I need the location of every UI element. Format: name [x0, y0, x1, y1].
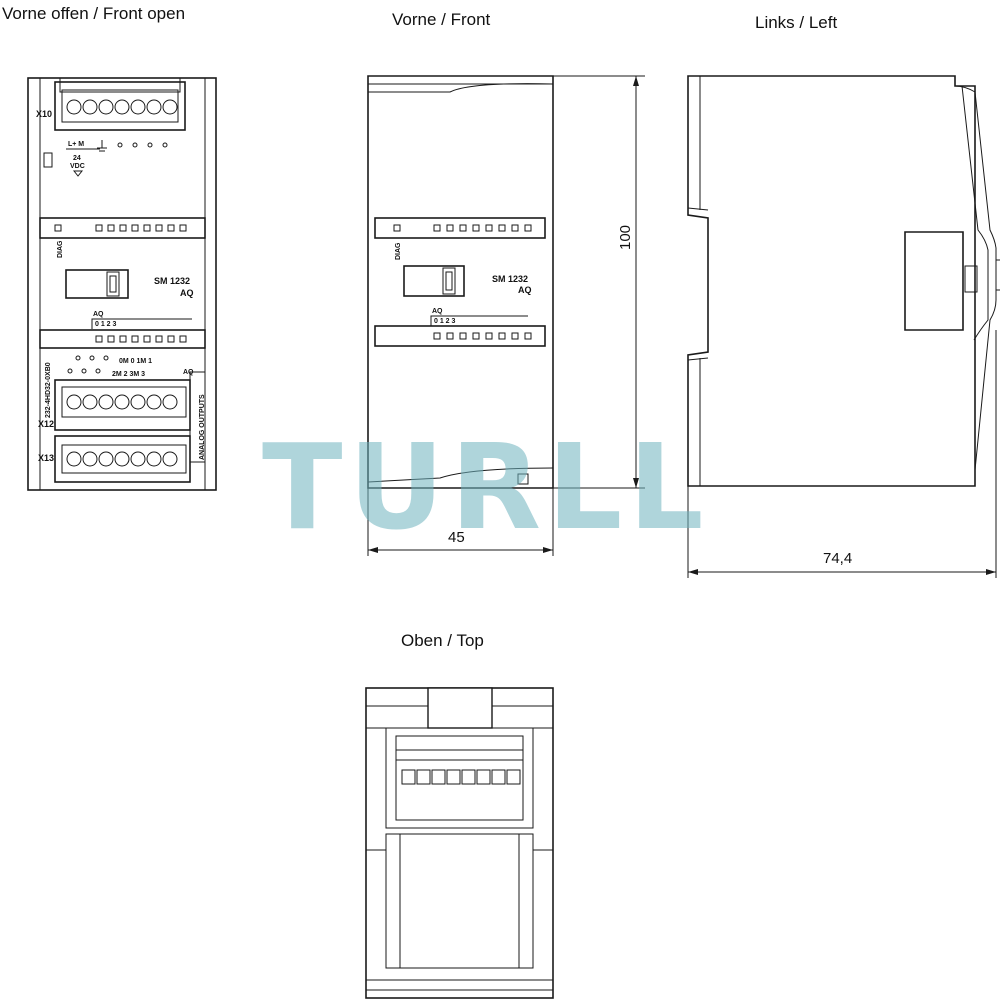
front-led-row-lower — [433, 332, 532, 340]
front-aq-label: AQ — [432, 308, 443, 315]
front-open-title: Vorne offen / Front open — [2, 4, 185, 23]
label-x12: X12 — [38, 419, 54, 429]
front-model-type: AQ — [518, 285, 532, 295]
label-x13: X13 — [38, 453, 54, 463]
front-view: Vorne / Front DIAG SM 1232 AQ AQ 0 1 2 3 — [367, 10, 645, 556]
top-tab — [427, 687, 493, 729]
model-type: AQ — [180, 288, 194, 298]
label-window — [65, 269, 129, 299]
model-name: SM 1232 — [154, 276, 190, 286]
analog-outputs-label: ANALOG OUTPUTS — [199, 394, 206, 460]
left-view: Links / Left 74,4 — [687, 13, 1000, 578]
top-view: Oben / Top — [365, 631, 554, 999]
arrow-down-icon — [72, 170, 84, 177]
x10-terminals — [66, 99, 178, 115]
label-x10: X10 — [36, 109, 52, 119]
term-top-b: 2M 2 3M 3 — [112, 371, 145, 378]
led-strip-upper — [39, 217, 206, 239]
ul-cert-icon — [43, 152, 53, 168]
front-model-name: SM 1232 — [492, 274, 528, 284]
led-row-upper — [95, 224, 187, 232]
term-aq: AQ — [183, 369, 194, 376]
connector-x12 — [54, 379, 191, 431]
front-led-row-upper — [433, 224, 532, 232]
depth-value: 74,4 — [823, 550, 852, 567]
front-title: Vorne / Front — [392, 10, 491, 29]
power-vdc: VDC — [70, 163, 85, 170]
front-open-view: Vorne offen / Front open X10 L+ M 24 VDC — [2, 4, 217, 491]
depth-dimension: 74,4 — [687, 330, 997, 578]
x12-terminals — [66, 394, 178, 410]
part-number: 232-4HD32-0XB0 — [45, 362, 52, 418]
front-label-diag: DIAG — [395, 242, 402, 260]
connector-x13 — [54, 435, 191, 483]
label-diag: DIAG — [57, 240, 64, 258]
front-led-strip-lower — [374, 325, 546, 347]
front-led-strip-upper — [374, 217, 546, 239]
front-label-window — [403, 265, 465, 297]
front-aq-channels: 0 1 2 3 — [434, 318, 456, 325]
ground-icon — [97, 140, 107, 152]
left-body — [687, 75, 976, 487]
top-body — [365, 687, 554, 999]
left-title: Links / Left — [755, 13, 837, 32]
power-l-m: L+ M — [68, 141, 84, 148]
connector-x10 — [54, 81, 186, 131]
aq-channels: 0 1 2 3 — [95, 321, 117, 328]
aq-label: AQ — [93, 311, 104, 318]
width-value: 45 — [448, 529, 465, 546]
top-terminal-row — [401, 769, 521, 785]
height-dimension: 100 — [553, 75, 645, 489]
led-strip-lower — [39, 329, 206, 349]
watermark: TURLL — [262, 418, 710, 556]
led-row-lower — [95, 335, 187, 343]
top-title: Oben / Top — [401, 631, 484, 650]
term-top-a: 0M 0 1M 1 — [119, 358, 152, 365]
din-clip-window — [904, 231, 964, 331]
x13-terminals — [66, 451, 178, 467]
power-24: 24 — [73, 155, 81, 162]
height-value: 100 — [617, 225, 634, 250]
width-dimension: 45 — [367, 488, 554, 556]
